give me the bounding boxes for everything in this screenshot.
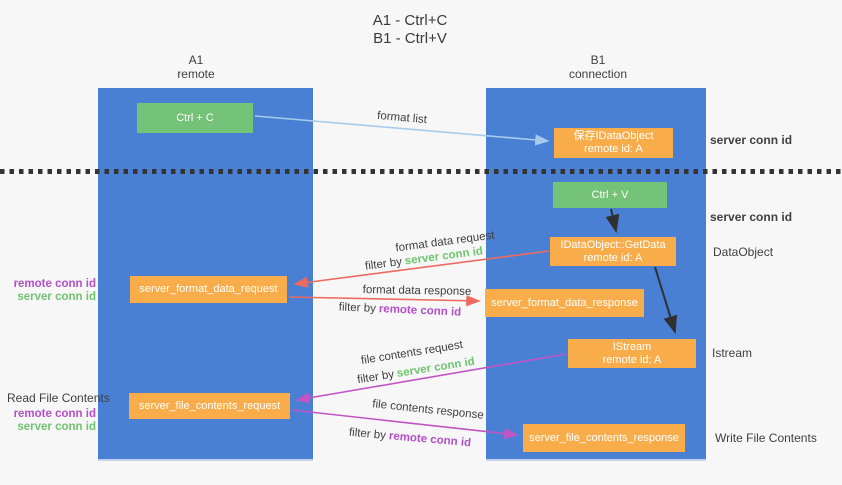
lane-header-a1: A1 remote	[136, 53, 256, 81]
label-format-data-response: format data response	[362, 284, 472, 298]
right-label-write-file-contents: Write File Contents	[715, 431, 817, 445]
left-label-remote-conn-id-top: remote conn id	[13, 278, 96, 290]
node-server-file-contents-request: server_file_contents_request	[129, 393, 290, 419]
lane-a1-role: remote	[177, 67, 215, 81]
node-istream: IStream remote id: A	[568, 339, 696, 368]
remote-conn-id-value: remote conn id	[378, 303, 462, 319]
remote-conn-id-value: remote conn id	[388, 430, 472, 450]
left-conn-ids-bottom-group: remote conn id server conn id	[8, 408, 96, 434]
lane-b1-name: B1	[590, 53, 606, 67]
node-istream-line2: remote id: A	[602, 353, 662, 366]
node-file-resp-label: server_file_contents_response	[529, 431, 679, 444]
node-getdata-line1: IDataObject::GetData	[560, 238, 666, 251]
title-line-1: A1 - Ctrl+C	[372, 12, 448, 29]
node-server-file-contents-response: server_file_contents_response	[523, 424, 685, 452]
lane-header-b1: B1 connection	[538, 53, 658, 81]
node-save-line1: 保存IDataObject	[573, 130, 654, 142]
node-save-line2: remote id: A	[584, 143, 643, 155]
right-label-server-conn-id-1: server conn id	[710, 133, 793, 147]
node-format-resp-label: server_format_data_response	[491, 296, 638, 309]
right-label-istream: Istream	[712, 346, 753, 360]
left-label-remote-conn-id-bottom: remote conn id	[13, 408, 96, 420]
node-file-req-label: server_file_contents_request	[138, 399, 281, 412]
filter-by-prefix: filter by	[338, 301, 377, 315]
filter-by-prefix: filter by	[348, 426, 387, 442]
lane-b1-role: connection	[568, 67, 628, 81]
node-idataobject-getdata: IDataObject::GetData remote id: A	[550, 237, 676, 266]
lane-a1-name: A1	[188, 53, 204, 67]
node-getdata-line2: remote id: A	[583, 251, 643, 264]
node-server-format-data-request: server_format_data_request	[130, 276, 287, 303]
title-line-2: B1 - Ctrl+V	[373, 30, 447, 47]
right-label-server-conn-id-2: server conn id	[710, 210, 793, 224]
machine-boundary-dotted-line	[0, 169, 842, 174]
filter-by-prefix: filter by	[356, 368, 395, 387]
diagram-title: A1 - Ctrl+C B1 - Ctrl+V	[335, 12, 485, 48]
label-file-contents-response: file contents response	[371, 398, 485, 422]
node-ctrl-v-label: Ctrl + V	[591, 188, 629, 201]
right-label-dataobject: DataObject	[713, 245, 774, 259]
node-format-req-label: server_format_data_request	[139, 283, 278, 295]
node-ctrl-c: Ctrl + C	[137, 103, 253, 133]
node-save-idataobject: 保存IDataObject remote id: A	[554, 128, 673, 158]
left-label-read-file-contents: Read File Contents	[7, 391, 110, 405]
label-format-list: format list	[376, 109, 428, 127]
left-label-server-conn-id-bottom: server conn id	[17, 421, 96, 433]
node-ctrl-c-label: Ctrl + C	[176, 111, 214, 124]
left-conn-ids-top-group: remote conn id server conn id	[8, 278, 96, 304]
node-ctrl-v: Ctrl + V	[553, 182, 667, 208]
node-istream-line1: IStream	[612, 340, 652, 353]
node-server-format-data-response: server_format_data_response	[485, 289, 644, 317]
left-label-server-conn-id-top: server conn id	[17, 291, 96, 303]
filter-by-prefix: filter by	[364, 255, 403, 273]
